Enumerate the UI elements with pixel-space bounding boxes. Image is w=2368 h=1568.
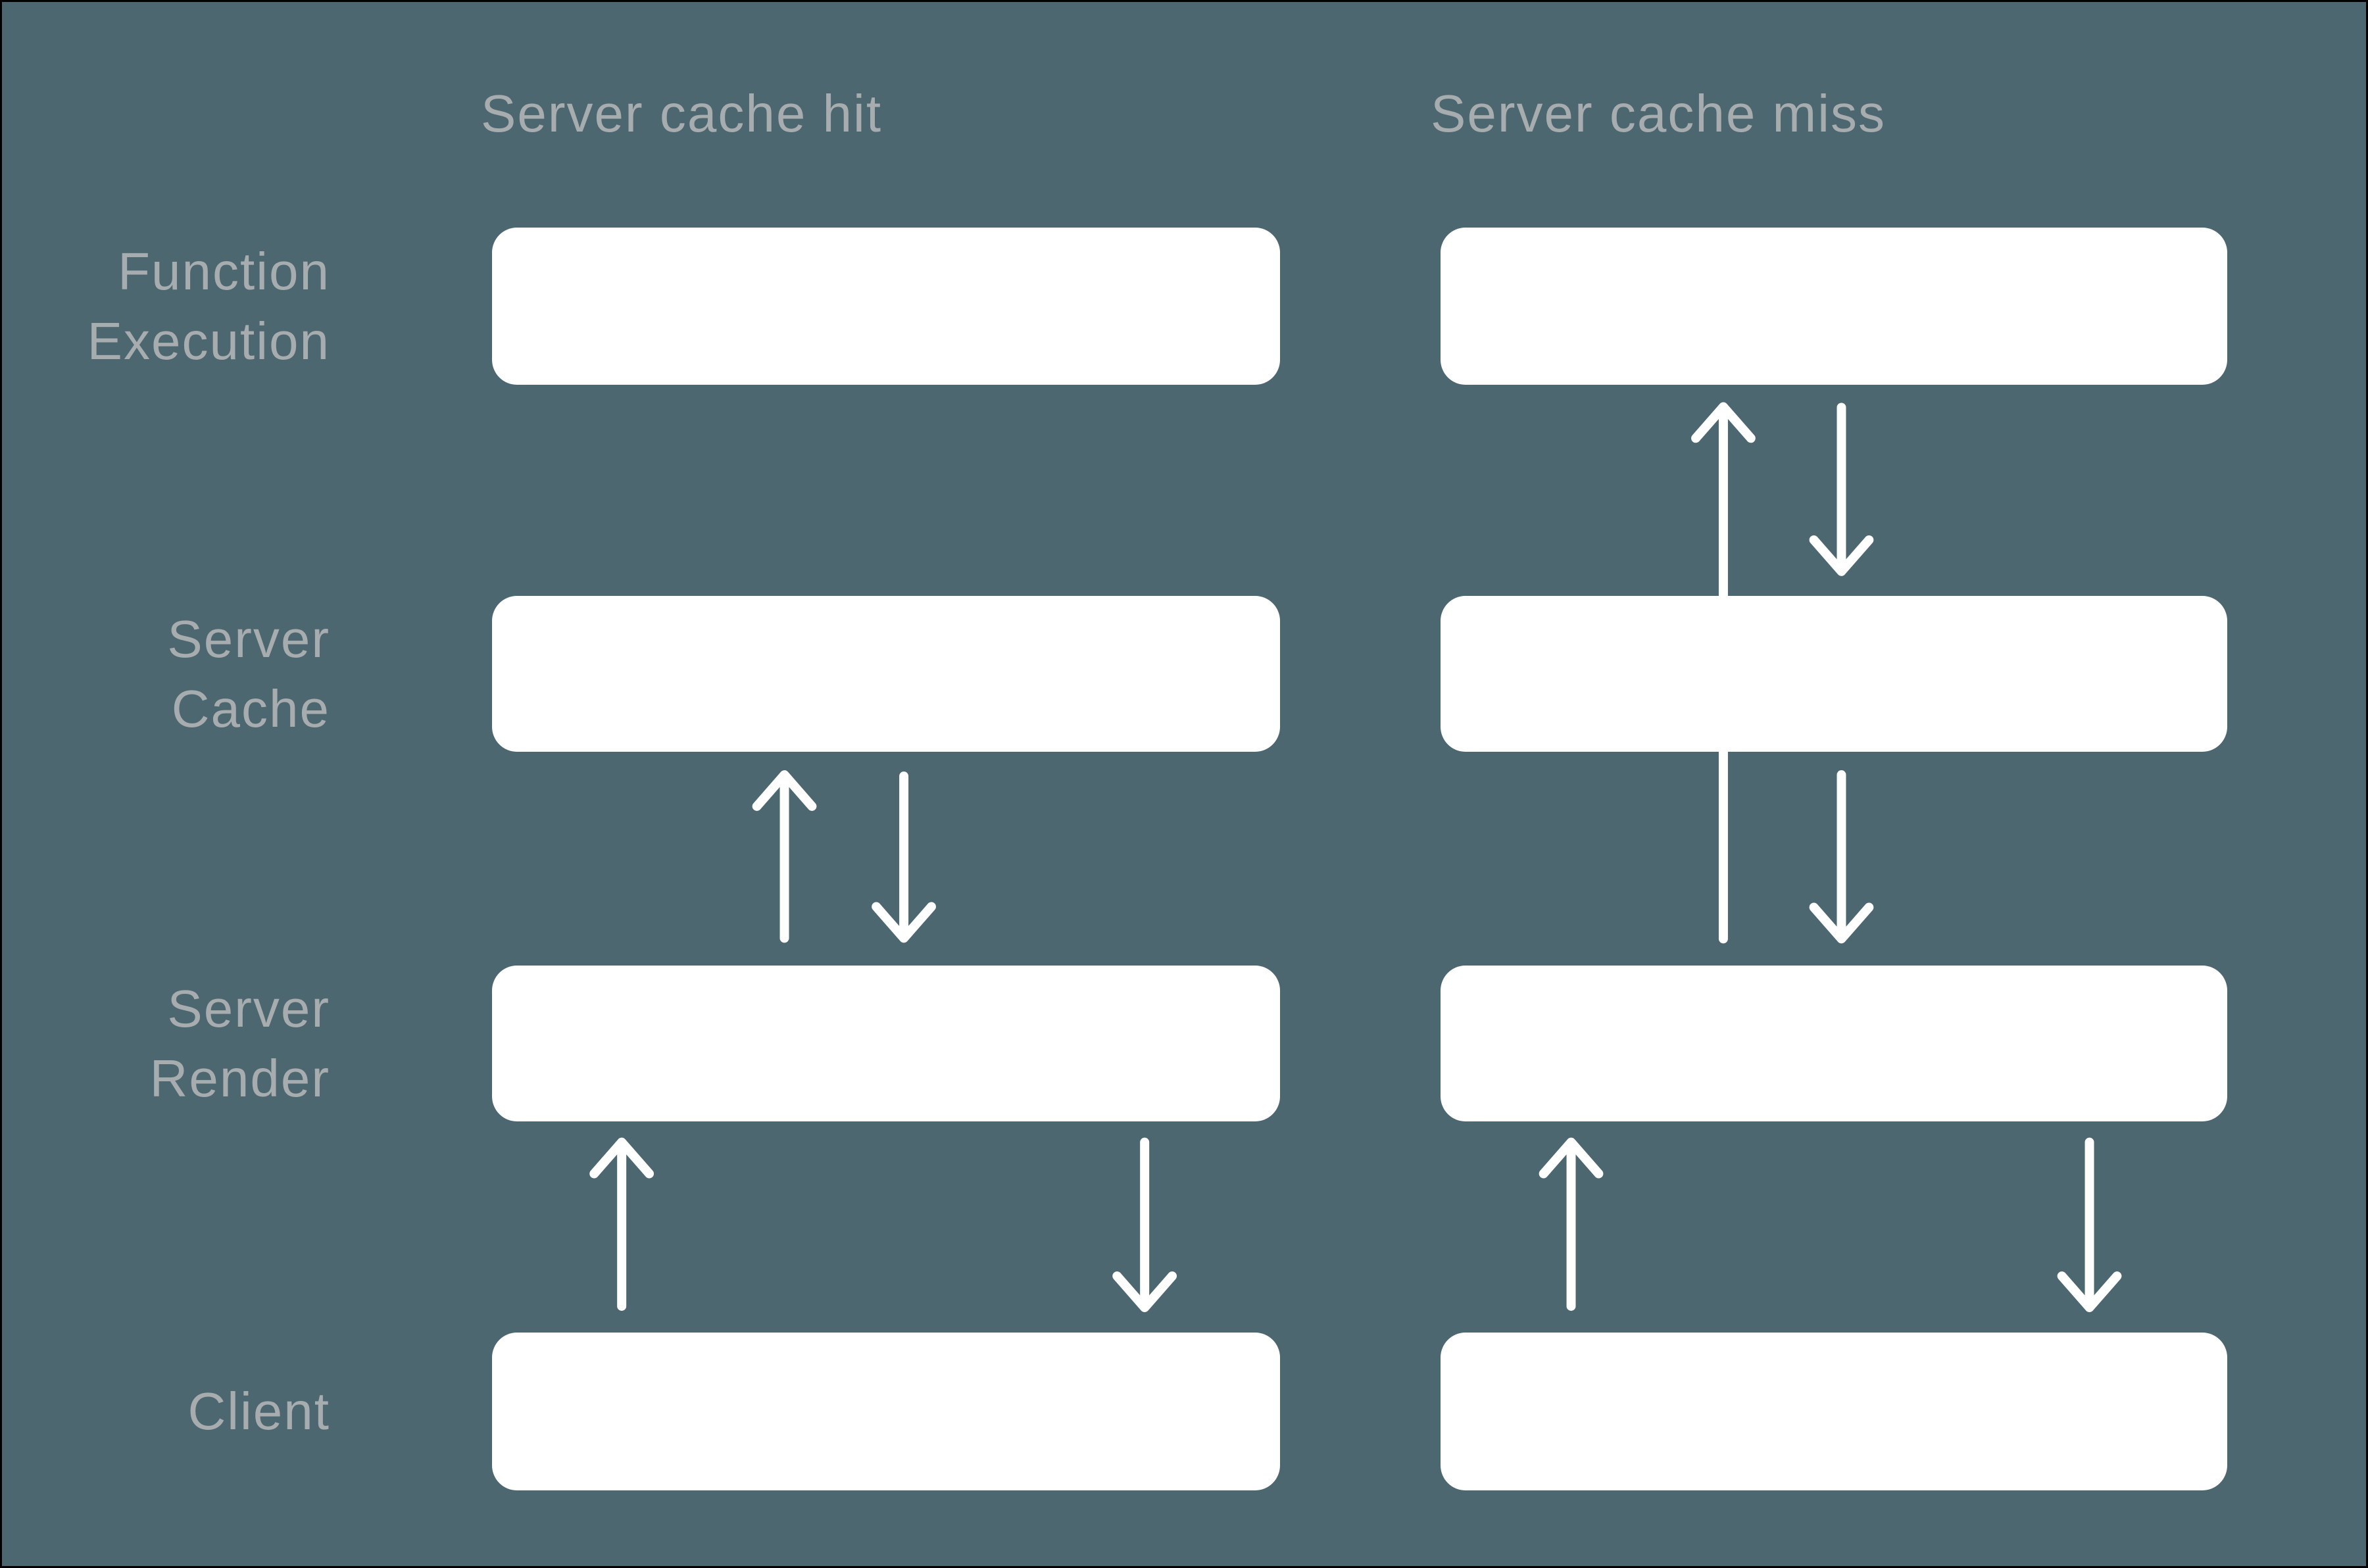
box-server-cache-miss-server-render (1441, 966, 2227, 1121)
row-label-line: Function (118, 241, 330, 301)
arrow-down-miss-server-cache-to-server-render (1809, 770, 1874, 944)
box-server-cache-miss-client (1441, 1333, 2227, 1490)
row-label-line: Render (149, 1048, 330, 1108)
arrow-down-miss-server-render-to-client (2057, 1137, 2122, 1312)
arrowhead-up (1539, 1137, 1604, 1179)
row-label-line: Server (167, 979, 330, 1038)
arrowhead-up (589, 1137, 654, 1179)
arrow-up-hit-client-to-server-render (589, 1137, 654, 1311)
box-server-cache-miss-server-cache (1441, 596, 2227, 752)
arrow-down-miss-function-execution-to-server-cache (1809, 403, 1874, 576)
row-label-client: Client (187, 1377, 330, 1446)
column-header-server-cache-miss: Server cache miss (1431, 84, 1886, 143)
arrowhead-up (752, 770, 817, 811)
row-label-line: Client (187, 1382, 330, 1440)
box-server-cache-miss-function-execution (1441, 228, 2227, 385)
arrowhead-down (872, 902, 936, 943)
arrow-down-hit-server-render-to-client (1112, 1137, 1177, 1312)
row-label-line: Execution (87, 311, 330, 370)
arrow-down-hit-server-cache-to-server-render (872, 772, 936, 943)
row-label-line: Server (167, 609, 330, 668)
arrow-up-hit-server-render-to-server-cache (752, 770, 817, 943)
arrowhead-up (1691, 402, 1756, 443)
box-server-cache-hit-client (492, 1333, 1280, 1490)
arrow-up-miss-client-to-server-render (1539, 1137, 1604, 1311)
box-server-cache-hit-server-cache (492, 596, 1280, 752)
column-header-server-cache-hit: Server cache hit (481, 84, 883, 143)
row-label-line: Cache (171, 679, 330, 738)
arrowhead-down (1809, 535, 1874, 576)
arrowhead-down (2057, 1271, 2122, 1312)
box-server-cache-hit-server-render (492, 966, 1280, 1121)
box-server-cache-hit-function-execution (492, 228, 1280, 385)
arrowhead-down (1112, 1271, 1177, 1312)
arrowhead-down (1809, 902, 1874, 944)
